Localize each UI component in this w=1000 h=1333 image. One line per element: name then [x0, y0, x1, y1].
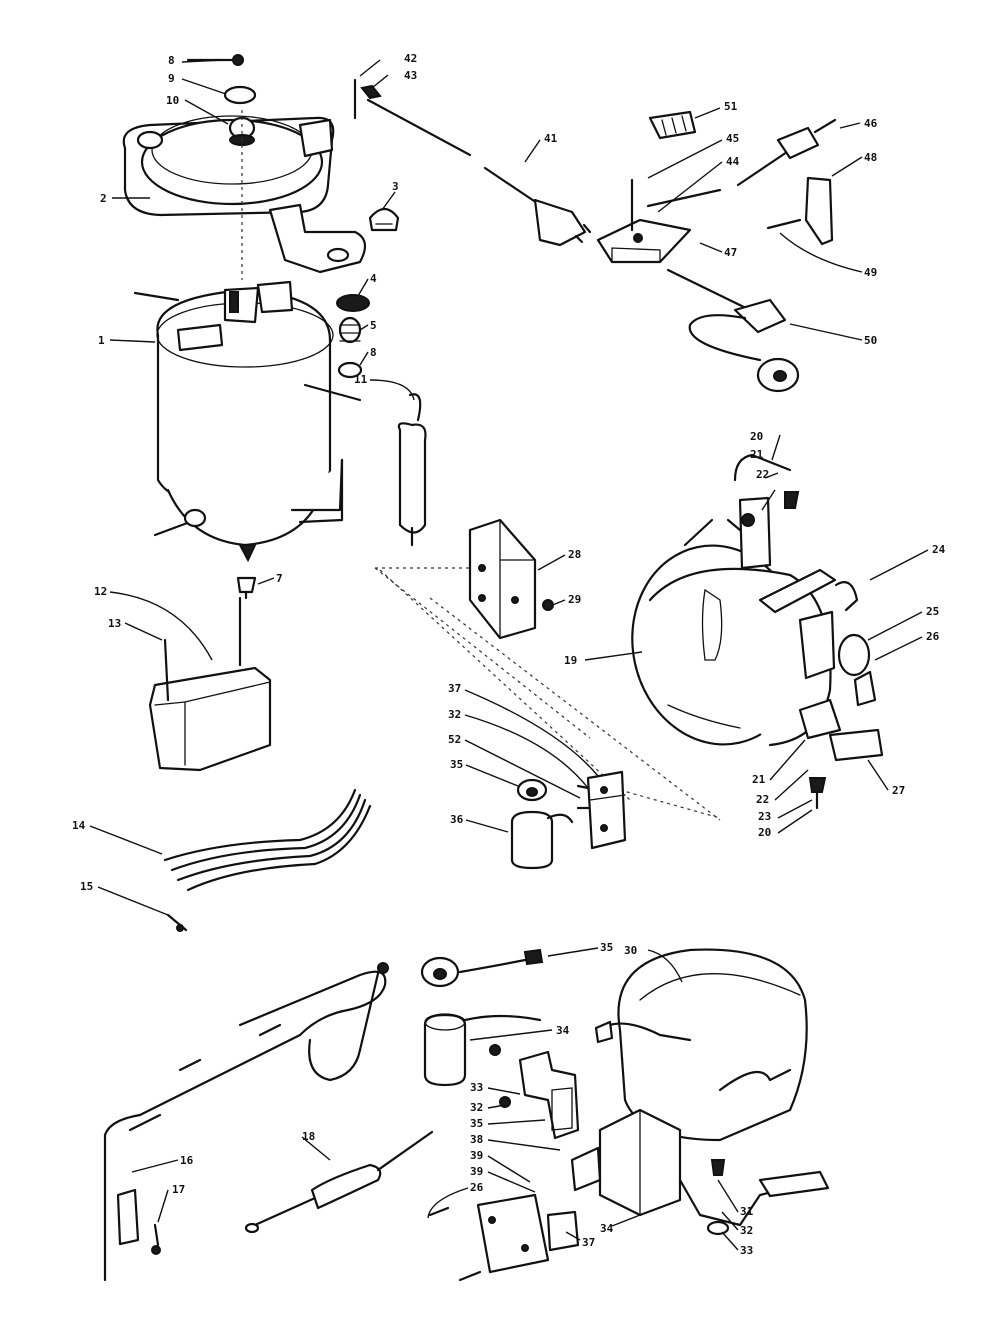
- callout-47: 47: [724, 246, 737, 259]
- callout-37a: 37: [448, 682, 461, 695]
- terminal-block-44: [596, 178, 722, 264]
- callout-23: 23: [758, 810, 771, 823]
- clip-51: [648, 110, 697, 140]
- callout-32a: 32: [448, 708, 461, 721]
- callout-22a: 22: [756, 468, 769, 481]
- callout-21a: 21: [750, 448, 764, 461]
- callout-4: 4: [370, 272, 377, 285]
- drier-18: [244, 1130, 434, 1234]
- callout-32c: 32: [740, 1224, 753, 1237]
- callout-39b: 39: [470, 1165, 483, 1178]
- callout-22b: 22: [756, 793, 769, 806]
- power-cord-41: [353, 78, 592, 247]
- callout-34b: 34: [600, 1222, 614, 1235]
- callout-31: 31: [740, 1205, 754, 1218]
- mounting-bracket: [122, 115, 367, 274]
- callout-27: 27: [892, 784, 905, 797]
- callout-14: 14: [72, 819, 86, 832]
- callout-41: 41: [544, 132, 558, 145]
- top-stud-assembly: [186, 54, 257, 280]
- start-relay-group: [510, 770, 627, 870]
- callout-46: 46: [864, 117, 878, 130]
- drier-11: [397, 393, 427, 547]
- callout-11: 11: [354, 373, 368, 386]
- callout-13: 13: [108, 617, 121, 630]
- callout-48: 48: [864, 151, 877, 164]
- callout-2: 2: [100, 192, 107, 205]
- callout-33a: 33: [470, 1081, 483, 1094]
- relay-bracket-32: [499, 1050, 580, 1140]
- callout-5: 5: [370, 319, 377, 332]
- callout-39a: 39: [470, 1149, 483, 1162]
- overload-protector-35: [420, 948, 544, 988]
- callout-16: 16: [180, 1154, 194, 1167]
- grommet-3: [368, 207, 400, 232]
- callout-21b: 21: [752, 773, 766, 786]
- callout-17: 17: [172, 1183, 185, 1196]
- callout-9: 9: [168, 72, 175, 85]
- callout-19: 19: [564, 654, 577, 667]
- callout-35a: 35: [450, 758, 463, 771]
- callout-26b: 26: [470, 1181, 484, 1194]
- spring-mount-stack: [336, 294, 370, 379]
- callout-35c: 35: [470, 1117, 483, 1130]
- callout-49: 49: [864, 266, 877, 279]
- callout-12: 12: [94, 585, 107, 598]
- callout-33b: 33: [740, 1244, 753, 1257]
- callout-26: 26: [926, 630, 940, 643]
- callout-15: 15: [80, 880, 93, 893]
- wire-harness-14: [163, 788, 372, 892]
- callout-3: 3: [392, 180, 399, 193]
- callout-50: 50: [864, 334, 877, 347]
- callout-43: 43: [404, 69, 417, 82]
- callout-29: 29: [568, 593, 581, 606]
- foot-7: [236, 576, 257, 600]
- callout-51: 51: [724, 100, 738, 113]
- thermal-plug-50: [666, 268, 800, 393]
- callout-20a: 20: [750, 430, 763, 443]
- relay-cover-26: [428, 1146, 602, 1282]
- callout-34a: 34: [556, 1024, 570, 1037]
- callout-7: 7: [276, 572, 283, 585]
- callout-30: 30: [624, 944, 637, 957]
- callout-28: 28: [568, 548, 581, 561]
- callout-44: 44: [726, 155, 740, 168]
- callout-labels: 8 9 10 2 3 1 4 5 8 11 7 12 13 14 15 42 4…: [72, 52, 946, 1257]
- callout-38: 38: [470, 1133, 483, 1146]
- capillary-tube-16: [103, 962, 389, 1282]
- callout-1: 1: [98, 334, 105, 347]
- compressor-19: [631, 453, 884, 810]
- callout-35b: 35: [600, 941, 613, 954]
- callout-32b: 32: [470, 1101, 483, 1114]
- main-tank: [133, 280, 362, 563]
- callout-52: 52: [448, 733, 461, 746]
- callout-37b: 37: [582, 1236, 595, 1249]
- callout-20b: 20: [758, 826, 771, 839]
- cord-connector-46: [736, 118, 837, 187]
- dotted-assembly-guides: [374, 567, 721, 821]
- callout-8b: 8: [370, 346, 377, 359]
- callout-10: 10: [166, 94, 179, 107]
- callout-8a: 8: [168, 54, 175, 67]
- capacitor-clamp-28: [468, 518, 554, 640]
- callout-36: 36: [450, 813, 464, 826]
- screw-15: [166, 913, 188, 932]
- callout-42: 42: [404, 52, 417, 65]
- screw-17: [151, 1223, 161, 1255]
- ground-bracket-48: [766, 176, 834, 246]
- callout-24: 24: [932, 543, 946, 556]
- callout-45: 45: [726, 132, 739, 145]
- compressor-30: [594, 948, 830, 1236]
- relay-box-12: [148, 596, 272, 772]
- callout-leaders: [89, 59, 929, 1251]
- capacitor-34: [423, 1013, 542, 1087]
- callout-18: 18: [302, 1130, 315, 1143]
- callout-25: 25: [926, 605, 939, 618]
